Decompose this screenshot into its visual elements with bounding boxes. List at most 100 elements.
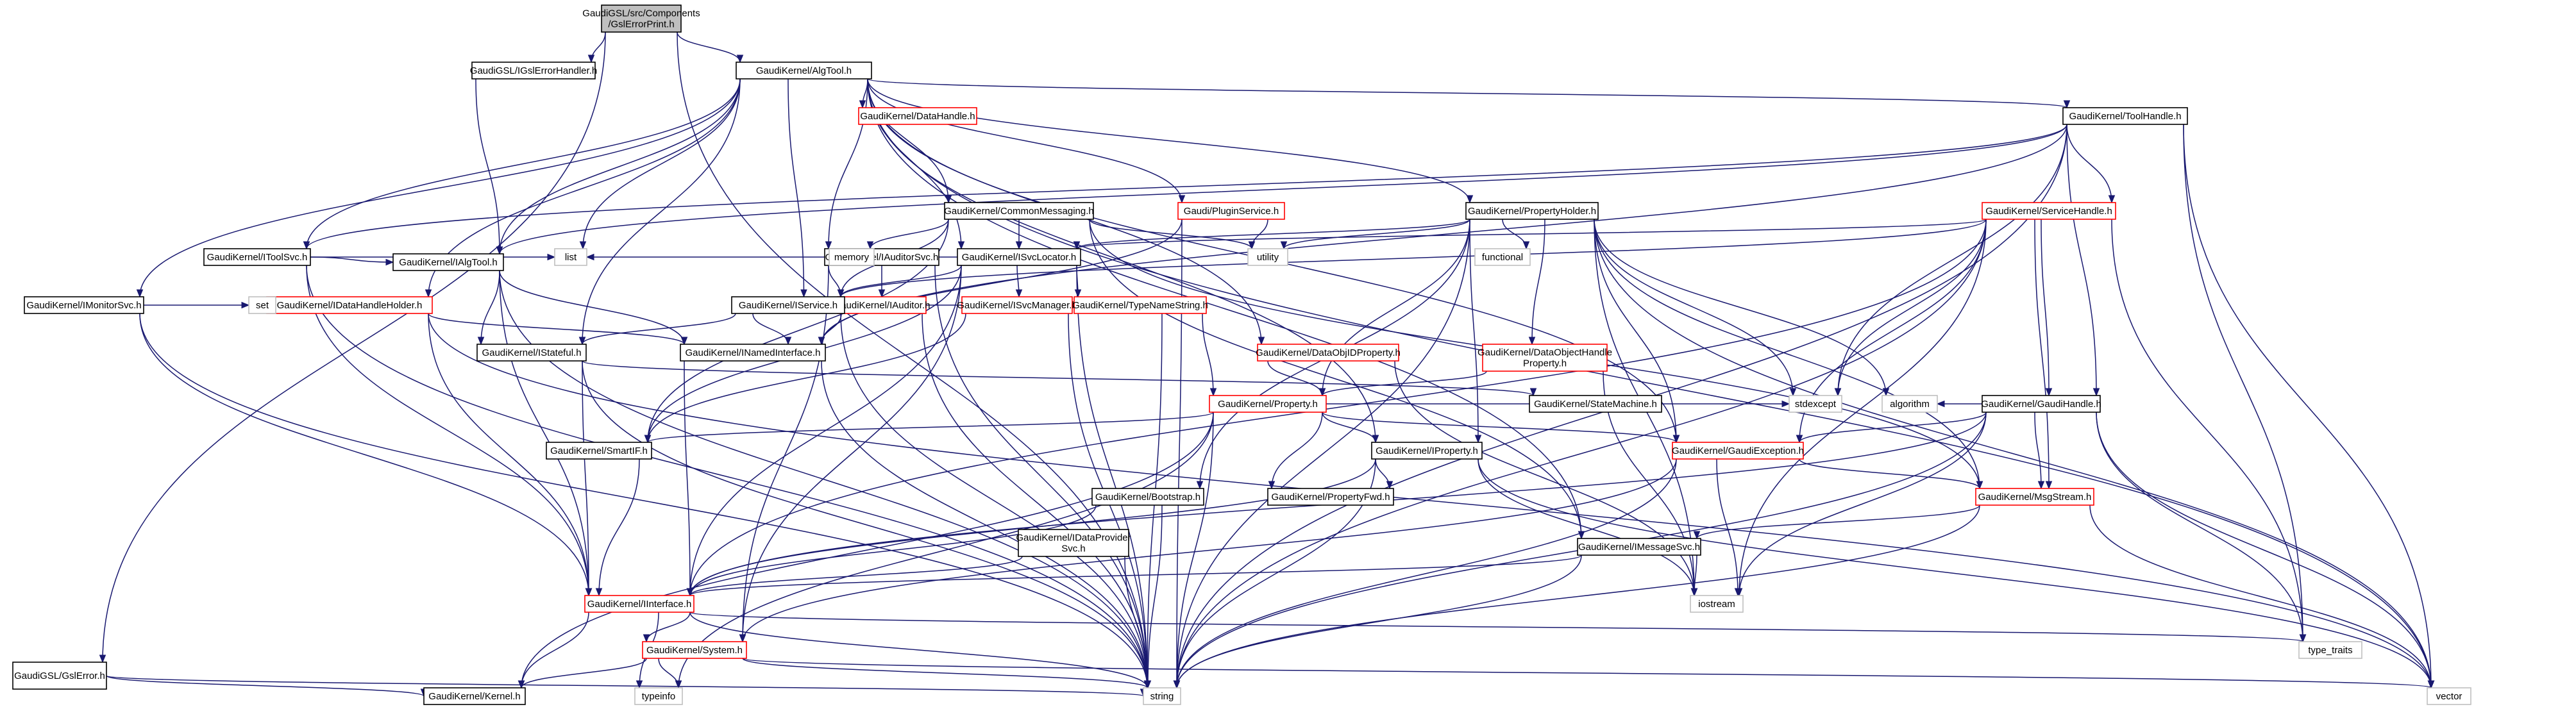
node-gslerror[interactable]: GaudiGSL/GslError.h [12,662,107,690]
node-smartif[interactable]: GaudiKernel/SmartIF.h [546,442,652,460]
node-gaudiexception[interactable]: GaudiKernel/GaudiException.h [1672,442,1804,460]
edge-line [1477,458,2432,688]
edge-arrowhead [1015,241,1023,250]
node-istateful[interactable]: GaudiKernel/IStateful.h [476,344,587,362]
node-iauditor[interactable]: GaudiKernel/IAuditor.h [834,296,930,314]
edge-arrowhead [1173,680,1181,689]
edge-imessagesvc-to-string [1173,554,1582,689]
node-propertyfwd[interactable]: GaudiKernel/PropertyFwd.h [1267,488,1394,506]
node-typeinfo[interactable]: typeinfo [634,687,683,705]
node-dataobjidproperty[interactable]: GaudiKernel/DataObjIDProperty.h [1256,344,1401,362]
edge-arrowhead [859,100,866,109]
node-isvcmanager[interactable]: GaudiKernel/ISvcManager.h [957,296,1077,314]
node-servicehandle[interactable]: GaudiKernel/ServiceHandle.h [1982,202,2116,220]
edge-line [1531,219,1545,345]
node-label: Svc.h [1061,544,1086,554]
edge-idatahandleholder-to-inamedinterface [428,313,688,346]
node-functional[interactable]: functional [1474,248,1531,266]
node-kernel[interactable]: GaudiKernel/Kernel.h [423,687,526,705]
node-label: GaudiKernel/PropertyHolder.h [1468,206,1596,217]
edge-algtool-to-isvclocator [867,78,965,250]
node-igslerror[interactable]: GaudiGSL/IGslErrorHandler.h [470,62,597,79]
node-box [2062,107,2188,125]
node-label: GaudiKernel/ToolHandle.h [2069,111,2181,122]
edge-arrowhead [1466,195,1474,204]
node-pluginservice[interactable]: Gaudi/PluginService.h [1177,202,1285,220]
node-vector[interactable]: vector [2427,687,2471,705]
edge-arrowhead [1834,388,1842,397]
edge-gslerror-to-kernel [106,675,428,697]
edge-line [1594,219,1887,396]
node-box [601,4,682,33]
node-utility[interactable]: utility [1247,248,1288,266]
edge-root-to-igslerror [587,31,606,63]
node-ialgtool[interactable]: GaudiKernel/IAlgTool.h [392,253,504,271]
node-algorithm[interactable]: algorithm [1881,395,1938,413]
node-set[interactable]: set [248,296,276,314]
edge-line [1477,458,1695,596]
node-inamedinterface[interactable]: GaudiKernel/INamedInterface.h [680,344,826,362]
node-commonmessaging[interactable]: GaudiKernel/CommonMessaging.h [944,202,1094,220]
node-system[interactable]: GaudiKernel/System.h [642,641,747,659]
node-memory[interactable]: memory [829,248,875,266]
node-itoolsvc[interactable]: GaudiKernel/IToolSvc.h [203,248,311,266]
node-iservice[interactable]: GaudiKernel/IService.h [731,296,845,314]
node-bootstrap[interactable]: GaudiKernel/Bootstrap.h [1091,488,1204,506]
node-label: GaudiKernel/GaudiHandle.h [1981,399,2101,410]
edge-line [2034,219,2050,489]
edge-line [742,265,962,642]
edge-line [310,256,394,263]
node-algtool[interactable]: GaudiKernel/AlgTool.h [736,62,872,79]
edge-gaudihandle-to-algorithm [1936,400,1982,408]
node-list[interactable]: list [554,248,587,266]
node-iproperty[interactable]: GaudiKernel/IProperty.h [1371,442,1483,460]
edge-gaudiexception-to-string [1173,458,1677,689]
node-idatahandleholder[interactable]: GaudiKernel/IDataHandleHolder.h [266,296,433,314]
edge-isvclocator-to-system [739,265,962,643]
node-datahandle[interactable]: GaudiKernel/DataHandle.h [858,107,977,125]
node-propertyholder[interactable]: GaudiKernel/PropertyHolder.h [1465,202,1599,220]
node-label: GaudiKernel/TypeNameString.h [1072,300,1208,311]
node-toolhandle[interactable]: GaudiKernel/ToolHandle.h [2062,107,2188,125]
edge-line [689,554,1582,596]
node-stdexcept[interactable]: stdexcept [1789,395,1842,413]
edge-gaudihandle-to-type_traits [2096,412,2307,643]
edge-arrowhead [1693,531,1701,540]
node-iostream[interactable]: iostream [1690,595,1744,613]
node-imessagesvc[interactable]: GaudiKernel/IMessageSvc.h [1577,538,1701,556]
edge-line [742,658,1148,688]
node-box [642,641,747,659]
edge-arrowhead [587,54,595,63]
node-msgstream[interactable]: GaudiKernel/MsgStream.h [1975,488,2094,506]
edge-line [658,658,679,688]
edge-line [2041,219,2050,396]
node-imonitorsvc[interactable]: GaudiKernel/IMonitorSvc.h [24,296,144,314]
node-box [957,248,1081,266]
edge-line [752,313,789,345]
edge-line [1283,219,1470,249]
node-label: GaudiGSL/IGslErrorHandler.h [470,65,597,76]
edge-arrowhead [1474,435,1482,444]
edge-arrowhead [425,289,432,298]
node-isvclocator[interactable]: GaudiKernel/ISvcLocator.h [957,248,1081,266]
edge-line [689,612,1148,688]
node-box [2298,641,2362,659]
node-typenamestring[interactable]: GaudiKernel/TypeNameString.h [1072,296,1208,314]
edge-arrowhead [1073,241,1081,250]
node-root[interactable]: GaudiGSL/src/Components/GslErrorPrint.h [582,4,700,33]
node-gaudihandle[interactable]: GaudiKernel/GaudiHandle.h [1981,395,2101,413]
node-type_traits[interactable]: type_traits [2298,641,2362,659]
node-statemachine[interactable]: GaudiKernel/StateMachine.h [1529,395,1662,413]
node-label: GaudiKernel/IProperty.h [1376,446,1478,456]
node-label: GaudiKernel/IInterface.h [587,599,692,610]
edge-algtool-to-itoolsvc [303,78,741,250]
edge-arrowhead [1248,241,1256,250]
node-property[interactable]: GaudiKernel/Property.h [1209,395,1327,413]
node-label: /GslErrorPrint.h [608,19,674,30]
node-iinterface[interactable]: GaudiKernel/IInterface.h [584,595,695,613]
edge-arrowhead [1529,388,1537,397]
node-string[interactable]: string [1143,687,1181,705]
edge-itoolsvc-to-iinterface [306,265,593,597]
